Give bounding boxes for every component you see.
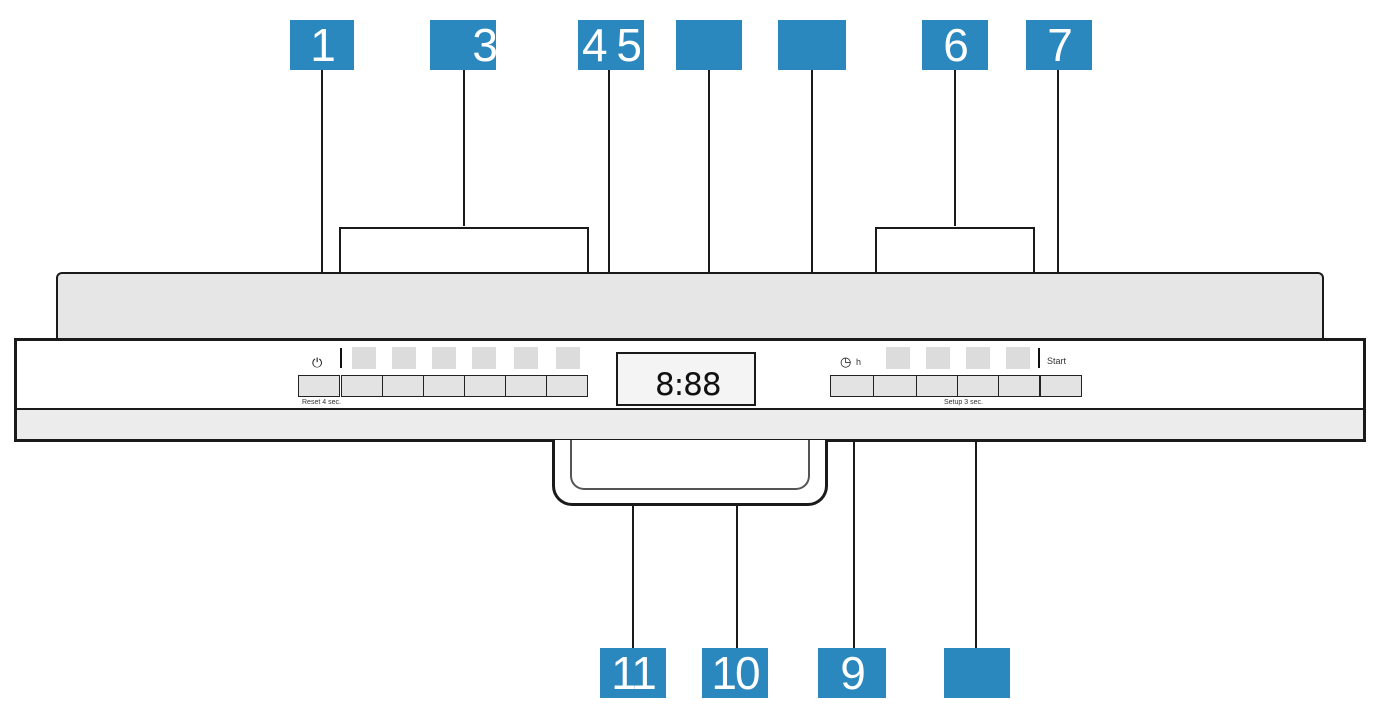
program-indicator-6: [556, 347, 580, 369]
program-button-6[interactable]: [546, 375, 588, 397]
timer-label: h: [856, 357, 862, 367]
power-button[interactable]: [298, 375, 340, 397]
callout-6: 6: [922, 20, 988, 70]
setup-label: Setup 3 sec.: [944, 399, 983, 406]
power-icon: ⏻: [312, 355, 323, 370]
callout-blank-c: [944, 648, 1010, 698]
program-button-3[interactable]: [423, 375, 465, 397]
display-screen: [616, 352, 756, 406]
callout-4-5: 4 5: [578, 20, 644, 70]
callout-11: 11: [600, 648, 666, 698]
timer-button[interactable]: [830, 375, 874, 397]
callout-7: 7: [1026, 20, 1092, 70]
option-button-2[interactable]: [916, 375, 958, 397]
option-indicator-3: [966, 347, 990, 369]
program-button-2[interactable]: [382, 375, 424, 397]
door-handle: [552, 440, 828, 506]
option-button-3[interactable]: [957, 375, 999, 397]
front-strip: [14, 408, 1366, 442]
start-label: Start: [1047, 356, 1067, 366]
callout-3: 3: [430, 20, 496, 70]
program-indicator-2: [392, 347, 416, 369]
option-indicator-4: [1006, 347, 1030, 369]
option-indicator-1: [886, 347, 910, 369]
display-digits: 8:88: [655, 367, 722, 403]
option-button-4[interactable]: [998, 375, 1040, 397]
callout-1: 1: [290, 20, 354, 70]
program-indicator-4: [472, 347, 496, 369]
divider-left: [340, 348, 342, 368]
program-indicator-3: [432, 347, 456, 369]
back-panel: [56, 272, 1324, 340]
start-button[interactable]: [1040, 375, 1082, 397]
program-button-4[interactable]: [464, 375, 506, 397]
program-indicator-5: [514, 347, 538, 369]
callout-9: 9: [818, 648, 886, 698]
reset-label: Reset 4 sec.: [302, 399, 341, 406]
option-button-1[interactable]: [873, 375, 917, 397]
program-button-5[interactable]: [505, 375, 547, 397]
callout-blank-a: [676, 20, 742, 70]
callout-10: 10: [702, 648, 768, 698]
program-button-1[interactable]: [341, 375, 383, 397]
divider-right: [1038, 348, 1040, 368]
program-indicator-1: [352, 347, 376, 369]
callout-blank-b: [778, 20, 846, 70]
timer-icon: ◷: [840, 354, 852, 369]
option-indicator-2: [926, 347, 950, 369]
door-handle-inner: [570, 440, 810, 490]
